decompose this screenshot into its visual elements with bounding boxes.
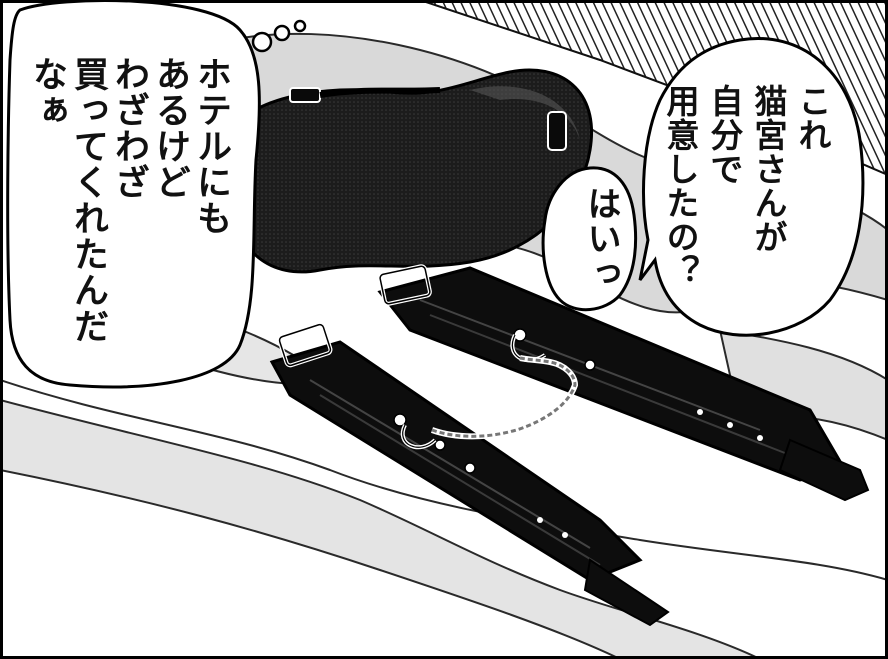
reply-bubble-text: はいっ [563, 186, 623, 296]
reply-bubble [541, 166, 638, 312]
speech-line-2: 猫宮さんが [749, 84, 788, 254]
speech-bubble [638, 37, 865, 337]
speech-line-3: 自分で [705, 84, 744, 186]
speech-bubble-text: これ 猫宮さんが 自分で 用意したの？ [661, 84, 834, 314]
thought-bubble-text: ホテルにも あるけど わざわざ 買ってくれたんだ なぁ [26, 56, 231, 356]
speech-line-4: 用意したの？ [661, 84, 700, 288]
thought-line-3: わざわざ [109, 56, 149, 200]
cuff-left [269, 322, 670, 627]
chain [430, 355, 579, 440]
reply-line-1: はいっ [581, 186, 621, 291]
thought-line-4: 買ってくれたんだ [68, 56, 108, 344]
speech-line-1: これ [793, 84, 832, 152]
thought-line-5: なぁ [27, 56, 67, 128]
cuff-right [377, 264, 870, 502]
thought-bubble [6, 0, 307, 389]
thought-line-2: あるけど [150, 56, 190, 200]
thought-line-1: ホテルにも [191, 56, 231, 236]
